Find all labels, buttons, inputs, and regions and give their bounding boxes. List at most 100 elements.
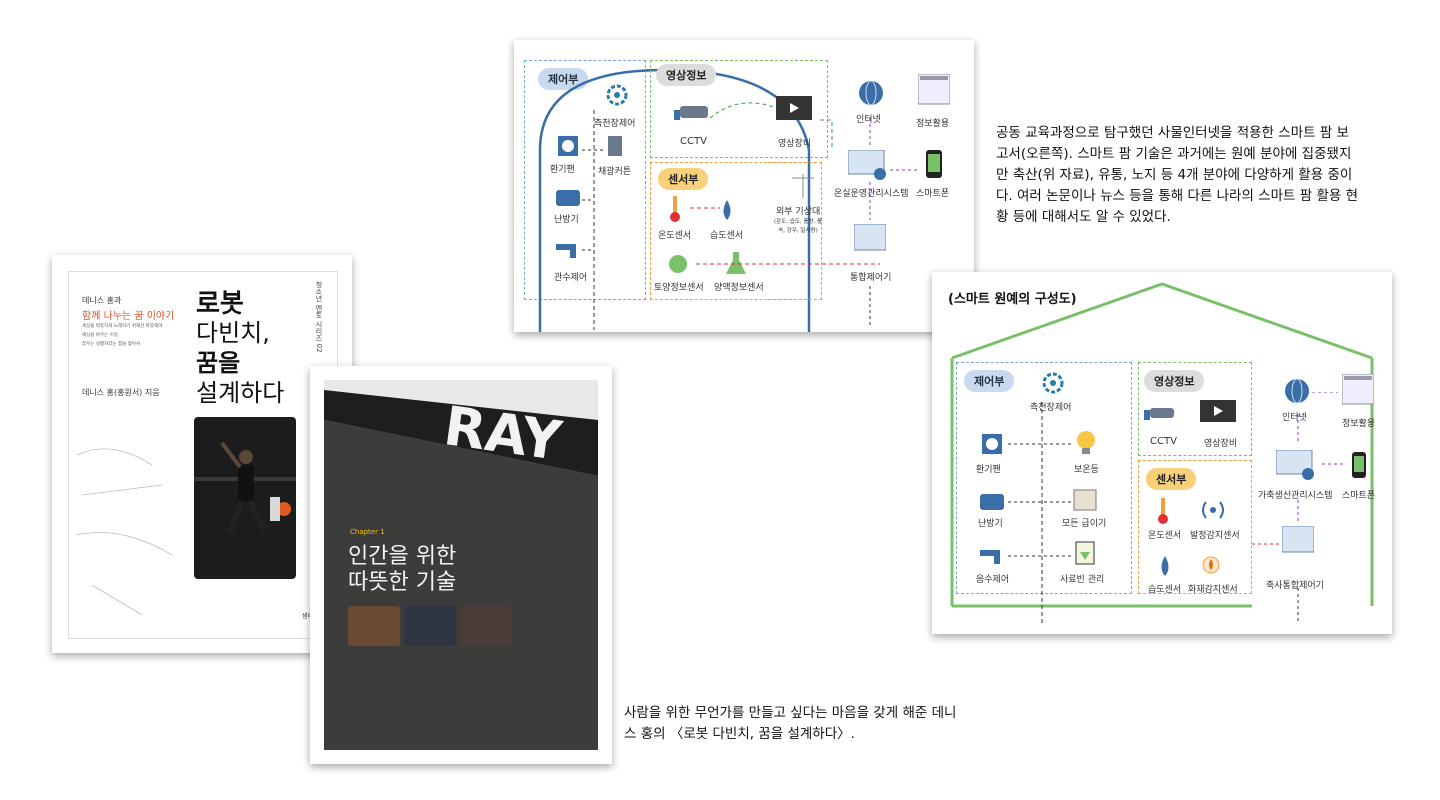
book-title-3: 꿈을: [196, 349, 241, 377]
diagram-heading: (스마트 원예의 구성도): [948, 292, 1077, 307]
cctv-icon: [1144, 408, 1174, 420]
label-video-equipment: 영상장비: [778, 139, 812, 149]
book-cover: 데니스 홍과 함께 나누는 꿈 이야기 세상을 따뜻하게 노래하기 위해선 따뜻…: [52, 255, 352, 653]
label-fan: 환기팬: [976, 465, 1001, 475]
label-integrated-controller: 통합제어기: [850, 273, 892, 283]
video-tag: 영상정보: [656, 64, 717, 86]
system-icon: [848, 150, 886, 180]
chapter-photo-1: [348, 606, 400, 646]
caption-smart-farm-report: 공동 교육과정으로 탐구했던 사물인터넷을 적용한 스마트 팜 보고서(오른쪽)…: [996, 125, 1358, 225]
label-feed-bin: 사료빈 관리: [1060, 575, 1105, 585]
book-blurb-1: 세상을 따뜻하게 노래하기 위해선 따뜻해야: [82, 324, 163, 329]
label-video-equipment: 영상장비: [1204, 439, 1238, 449]
silo-icon: [1075, 541, 1095, 565]
video-section: [650, 60, 828, 158]
chapter-label: Chapter 1: [350, 528, 385, 536]
label-cctv: CCTV: [1150, 436, 1177, 447]
soil-icon: [669, 255, 687, 273]
video-tag: 영상정보: [1144, 370, 1205, 392]
label-smartphone: 스마트폰: [916, 189, 950, 199]
smart-farm-diagram-2: (스마트 원예의 구성도) 제어부 영상정보 센서부 측천장제어 환기팬 보온등…: [932, 272, 1392, 634]
label-internet: 인터넷: [1282, 413, 1307, 423]
book-blurb-3: 꿈꾸는 실행자라는 힘을 찾아서: [82, 342, 141, 347]
control-section: [524, 60, 646, 300]
label-irrigation: 관수제어: [554, 273, 588, 283]
label-smartphone: 스마트폰: [1342, 491, 1376, 501]
lamp-icon: [1077, 431, 1095, 454]
heater-icon: [980, 494, 1004, 510]
weather-section: [768, 162, 822, 300]
series-label: 청소년 멘토 시리즈 02: [315, 281, 323, 353]
cover-photo: [194, 417, 296, 579]
label-feeder: 모든 급이기: [1062, 519, 1107, 529]
book-blurb-2: 세상을 바꾸는 이유,: [82, 333, 120, 338]
label-weather-station: 외부 기상대: [776, 207, 821, 217]
system-icon: [1276, 450, 1314, 480]
book-author: 데니스 홍(홍원서) 지음: [82, 388, 160, 397]
control-tag: 제어부: [964, 370, 1015, 392]
label-roof-control: 측천장제어: [594, 119, 636, 129]
label-nutrient-sensor: 양액정보센서: [714, 283, 764, 293]
smart-farm-diagram-1: 제어부 영상정보 센서부 측천장제어 환기팬 채광커튼 난방기 관수제어 CCT…: [514, 40, 974, 332]
globe-icon: [859, 80, 883, 106]
sensor-section: [1138, 460, 1252, 594]
page-inner: RAY Chapter 1 인간을 위한 따뜻한 기술: [324, 380, 598, 750]
label-fire-sensor: 화재감지센서: [1188, 585, 1238, 595]
smartphone-icon: [926, 150, 942, 178]
cctv-icon: [674, 106, 708, 120]
thermometer-icon: [1158, 498, 1168, 524]
chapter-photo-3: [460, 606, 512, 646]
weather-station-icon: [792, 174, 814, 198]
info-window-icon: [1342, 374, 1374, 405]
label-weather-detail: (온도, 습도, 풍량, 풍속, 강우, 일사량): [773, 219, 823, 234]
publisher-logo: 샘터: [302, 613, 314, 620]
feeder-icon: [1073, 489, 1097, 511]
label-cctv: CCTV: [680, 136, 707, 147]
sensor-tag: 센서부: [1146, 468, 1197, 490]
label-temp-sensor: 온도센서: [658, 231, 692, 241]
video-section: [1138, 362, 1252, 456]
globe-icon: [1285, 378, 1309, 404]
label-info-use: 정보활용: [916, 119, 950, 129]
control-tag: 제어부: [538, 68, 589, 90]
label-temp-sensor: 온도센서: [1148, 531, 1182, 541]
label-estrus-sensor: 발정감지센서: [1190, 531, 1240, 541]
label-fan: 환기팬: [550, 165, 575, 175]
sensor-tag: 센서부: [658, 168, 709, 190]
label-humidity-sensor: 습도센서: [1148, 585, 1182, 595]
gear-icon: [606, 84, 628, 106]
book-title-4: 설계하다: [196, 379, 285, 407]
chapter-title-2: 따뜻한 기술: [348, 570, 457, 595]
faucet-icon: [980, 550, 1000, 564]
fire-icon: [1202, 556, 1220, 574]
control-section: [956, 362, 1132, 594]
label-humidity-sensor: 습도센서: [710, 231, 744, 241]
curtain-icon: [608, 136, 622, 156]
thermometer-icon: [670, 196, 680, 222]
gear-icon: [1042, 372, 1064, 394]
banner-graphic: [324, 380, 598, 500]
smartphone-icon: [1352, 452, 1366, 478]
info-window-icon: [918, 74, 950, 105]
label-greenhouse-system: 온실운영관리시스템: [834, 189, 909, 199]
monitor-icon: [776, 96, 812, 120]
heater-icon: [556, 190, 580, 206]
label-soil-sensor: 토양정보센서: [654, 283, 704, 293]
chapter-title-1: 인간을 위한: [348, 544, 457, 569]
book-chapter-page: RAY Chapter 1 인간을 위한 따뜻한 기술: [310, 366, 612, 764]
label-heater: 난방기: [978, 519, 1003, 529]
author-line: 데니스 홍과: [82, 296, 122, 305]
book-title-2: 다빈치,: [196, 319, 270, 347]
fan-icon: [982, 434, 1002, 454]
label-water-control: 음수제어: [976, 575, 1010, 585]
drop-icon: [1161, 556, 1169, 576]
flask-icon: [726, 252, 746, 274]
drop-icon: [723, 200, 731, 220]
faucet-icon: [556, 244, 576, 258]
chapter-photo-2: [404, 606, 456, 646]
book-title-1: 로봇: [196, 289, 244, 319]
signal-icon: [1202, 501, 1224, 519]
label-barn-controller: 축사통합제어기: [1266, 581, 1324, 591]
caption-book: 사람을 위한 무언가를 만들고 싶다는 마음을 갖게 해준 데니스 홍의 〈로봇…: [624, 705, 957, 742]
book-subtitle: 함께 나누는 꿈 이야기: [82, 311, 175, 322]
